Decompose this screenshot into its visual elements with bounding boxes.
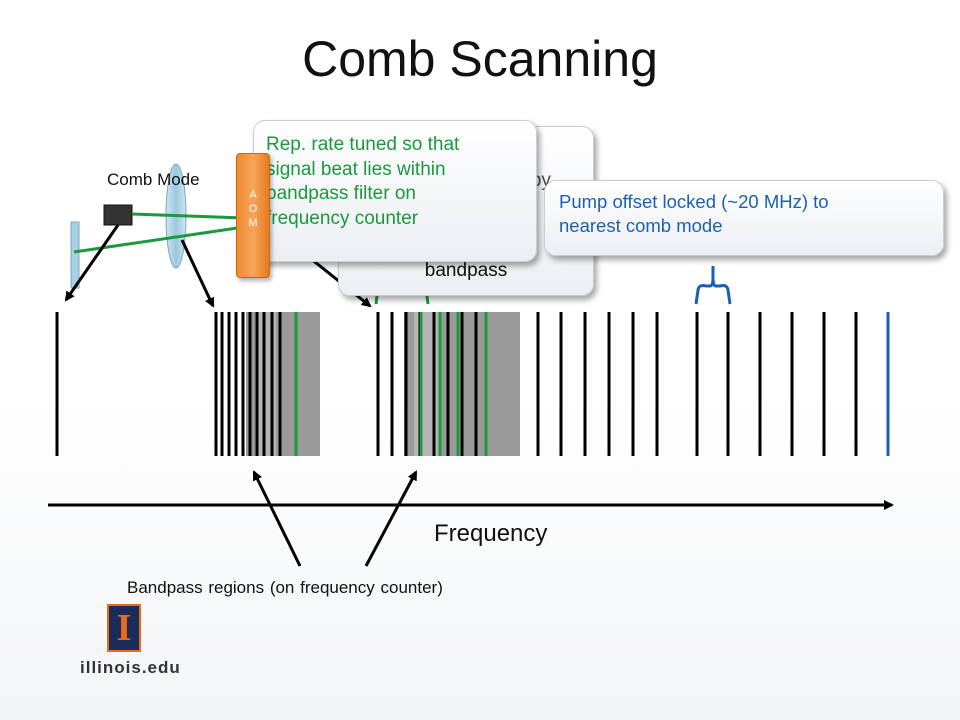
arrow-bandpass-2 (364, 470, 418, 567)
bandpass-block-2-shade (414, 312, 440, 456)
illinois-i-mark-icon: I (107, 604, 141, 652)
logo-text: illinois.edu (80, 658, 181, 677)
comb-lines (55, 312, 858, 456)
callout-right: Pump offset locked (~20 MHz) to nearest … (544, 180, 944, 256)
signal-lines (294, 312, 488, 456)
bandpass-regions-label: Bandpass regions (on frequency counter) (127, 578, 443, 597)
mirror (70, 221, 80, 289)
callout-right-line: nearest comb mode (559, 215, 723, 237)
arrow-source-to-line (64, 224, 120, 302)
callout-front: Rep. rate tuned so that signal beat lies… (253, 120, 537, 262)
bandpass-blocks (246, 312, 520, 456)
arrow-lens-to-cluster (180, 239, 215, 308)
aom-letter: M (248, 217, 258, 229)
frequency-label: Frequency (434, 520, 548, 547)
beam-back (73, 225, 245, 254)
callout-right-line: Pump offset locked (~20 MHz) to (559, 191, 829, 212)
callout-front-line: frequency counter (266, 208, 419, 230)
arrow-bandpass-1 (252, 470, 302, 567)
aom-letter: A (249, 189, 257, 201)
laser-source (103, 204, 133, 226)
illinois-logo: I illinois.edu (80, 604, 180, 684)
blue-brace (694, 266, 732, 305)
comb-mode-label: Comb Mode (107, 170, 200, 189)
callout-front-line: signal beat lies within (266, 158, 446, 180)
callout-front-line: Rep. rate tuned so that (266, 134, 460, 155)
beam-in (131, 212, 245, 220)
callout-back-bottom-text: bandpass (424, 260, 508, 281)
slide-title: Comb Scanning (302, 31, 658, 87)
callout-front-line: bandpass filter on (266, 183, 416, 205)
aom-box: A O M (236, 153, 270, 278)
aom-letter: O (248, 203, 258, 215)
